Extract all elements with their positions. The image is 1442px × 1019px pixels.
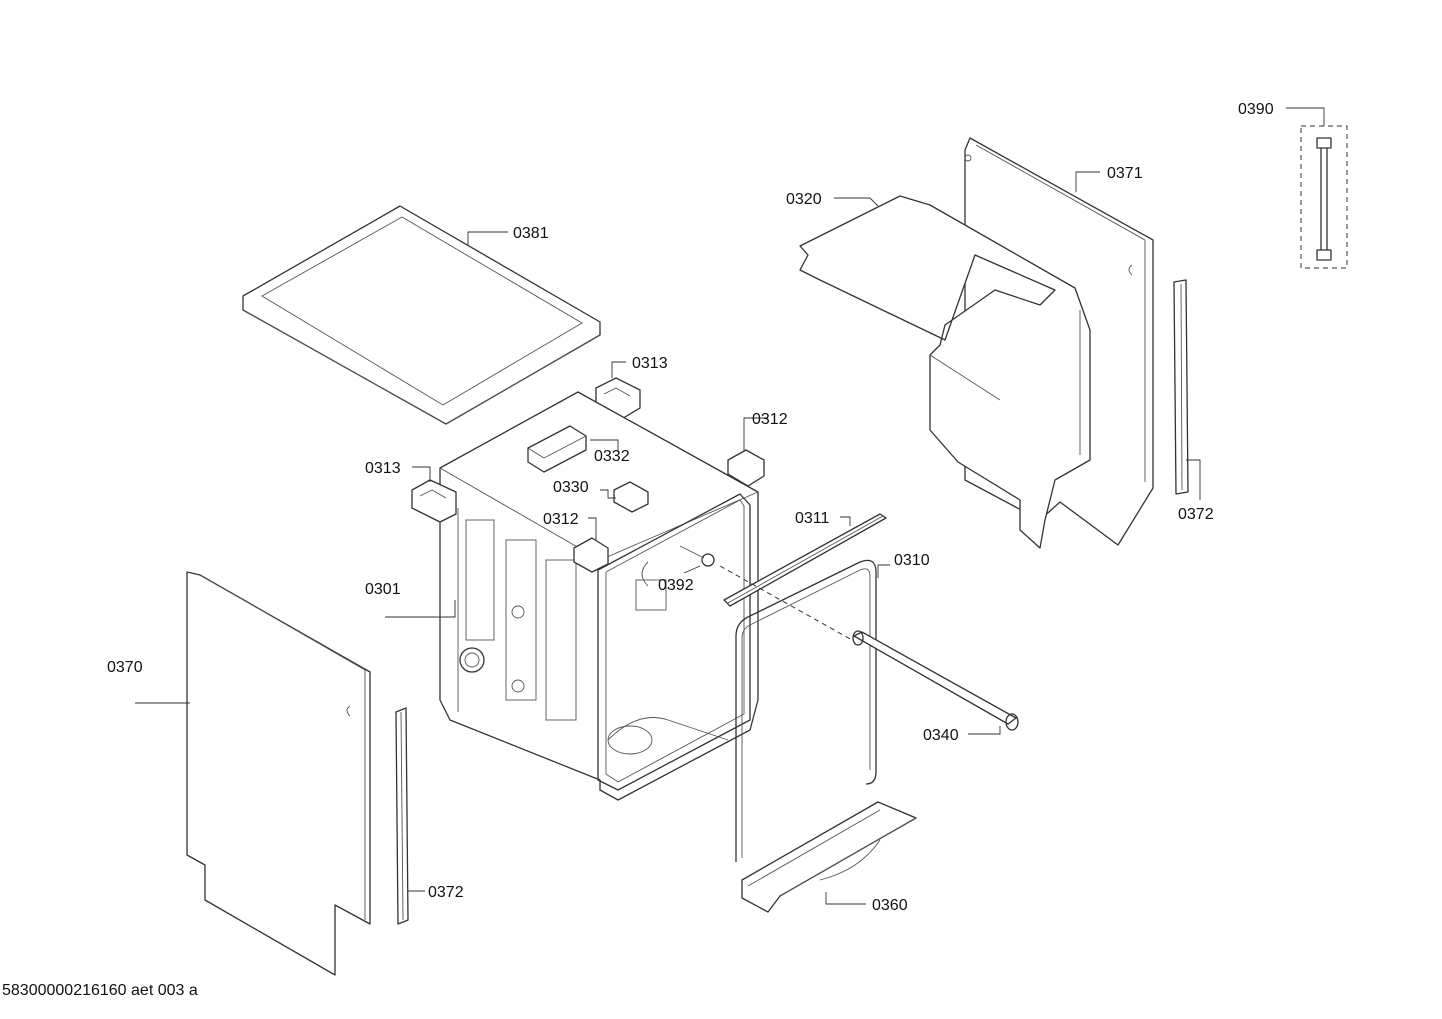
callout-0340: 0340	[923, 727, 959, 744]
part-0370-side-panel-left	[186, 571, 371, 976]
callout-0372-right: 0372	[1178, 506, 1214, 523]
callout-0370: 0370	[107, 659, 143, 676]
part-0372-seal-strip-right	[1173, 279, 1189, 495]
drawing-id-footer: 58300000216160 aet 003 a	[2, 982, 198, 999]
callout-0313-top: 0313	[632, 355, 668, 372]
callout-0390: 0390	[1238, 101, 1274, 118]
callout-0301: 0301	[365, 581, 401, 598]
callout-0381: 0381	[513, 225, 549, 242]
part-0320-insulation-mat	[799, 195, 1091, 549]
part-0392-spacer	[679, 545, 715, 567]
callout-0371: 0371	[1107, 165, 1143, 182]
callout-0310: 0310	[894, 552, 930, 569]
part-0312-hinge-center	[573, 537, 609, 573]
callout-0330: 0330	[553, 479, 589, 496]
callout-0332: 0332	[594, 448, 630, 465]
callout-0311: 0311	[795, 510, 830, 527]
part-0390-cable	[1300, 125, 1348, 269]
callout-0313-left: 0313	[365, 460, 401, 477]
part-0332-module	[527, 425, 587, 473]
part-0310-door-seal	[735, 559, 877, 862]
part-0330-bracket	[613, 481, 649, 513]
callout-0392: 0392	[658, 577, 694, 594]
part-0340-tube	[852, 630, 1019, 731]
callout-0372-left: 0372	[428, 884, 464, 901]
part-0311-rail	[723, 513, 887, 607]
part-0381-worktop	[242, 205, 601, 425]
callout-0312-right: 0312	[752, 411, 788, 428]
part-0372-seal-strip-left	[395, 707, 409, 925]
part-0301-tub	[439, 391, 759, 801]
part-0360-plinth	[741, 801, 917, 913]
callout-0360: 0360	[872, 897, 908, 914]
callout-0320: 0320	[786, 191, 822, 208]
part-0312-hinge-right	[727, 449, 765, 487]
callout-0312-center: 0312	[543, 511, 579, 528]
